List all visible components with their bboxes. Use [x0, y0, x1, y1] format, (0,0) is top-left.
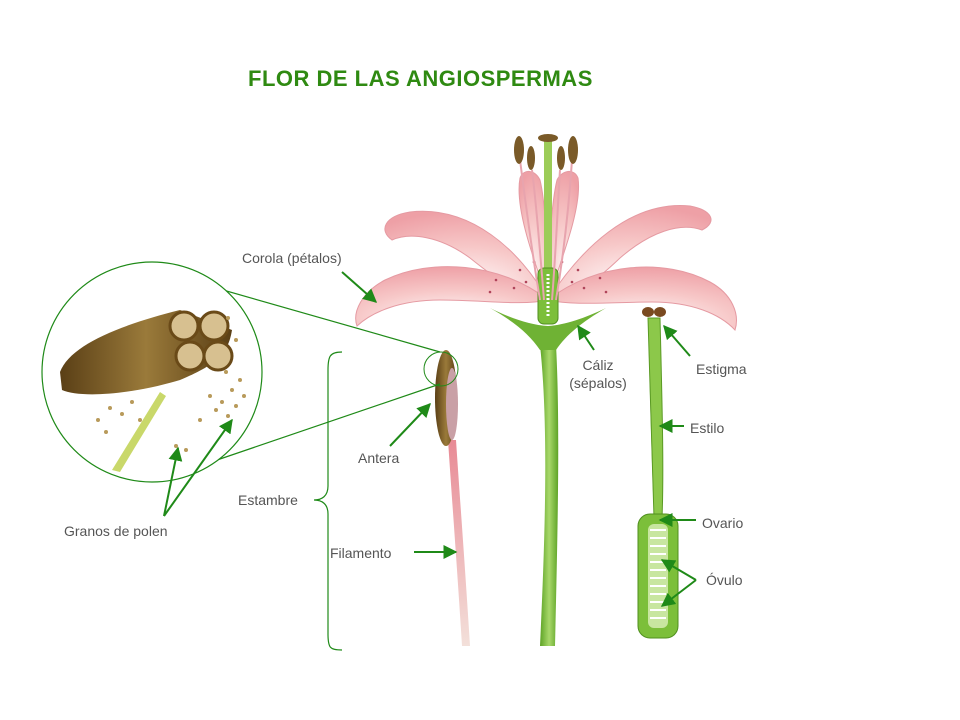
label-filamento: Filamento: [330, 545, 392, 561]
ovules: [650, 529, 666, 619]
label-estambre: Estambre: [238, 492, 298, 508]
label-corola: Corola (pétalos): [242, 250, 342, 266]
pistil-stigma: [642, 307, 654, 317]
label-ovario: Ovario: [702, 515, 744, 531]
stamen-filament: [448, 440, 470, 646]
stamen-detail: [423, 350, 470, 646]
label-estigma: Estigma: [696, 361, 747, 377]
pistil-detail: [637, 307, 679, 639]
label-ovulo: Óvulo: [706, 572, 743, 588]
label-antera: Antera: [358, 450, 400, 466]
arrow-granos-2: [163, 418, 233, 517]
arrow-estigma: [663, 324, 691, 357]
label-caliz: Cáliz (sépalos): [560, 356, 636, 392]
label-granos-de-polen: Granos de polen: [64, 523, 168, 539]
pollen-grains: [96, 316, 246, 452]
lily-flower: [355, 134, 737, 646]
diagram-title: FLOR DE LAS ANGIOSPERMAS: [248, 66, 593, 91]
label-caliz-line2: (sépalos): [569, 375, 627, 391]
arrow-corola: [341, 271, 378, 303]
petal-left: [355, 266, 550, 327]
arrow-ovulo-1: [660, 559, 697, 581]
arrow-granos-1: [163, 446, 183, 517]
petal-right: [546, 266, 737, 331]
central-style: [544, 140, 552, 280]
label-caliz-line1: Cáliz: [582, 357, 614, 373]
pistil-style: [647, 317, 664, 519]
flower-stamens: [519, 159, 573, 301]
arrow-antera: [389, 402, 431, 447]
calyx-base: [490, 308, 606, 350]
pollen-magnifier: [41, 261, 441, 483]
label-estilo: Estilo: [690, 420, 725, 436]
central-stigma: [538, 134, 558, 142]
arrow-ovulo-2: [660, 579, 697, 607]
flower-stem: [540, 345, 559, 646]
anther-highlight-circle: [423, 351, 459, 387]
arrow-caliz: [577, 324, 595, 351]
stamen-brace: [313, 351, 343, 651]
pointer-arrows: [163, 271, 697, 607]
